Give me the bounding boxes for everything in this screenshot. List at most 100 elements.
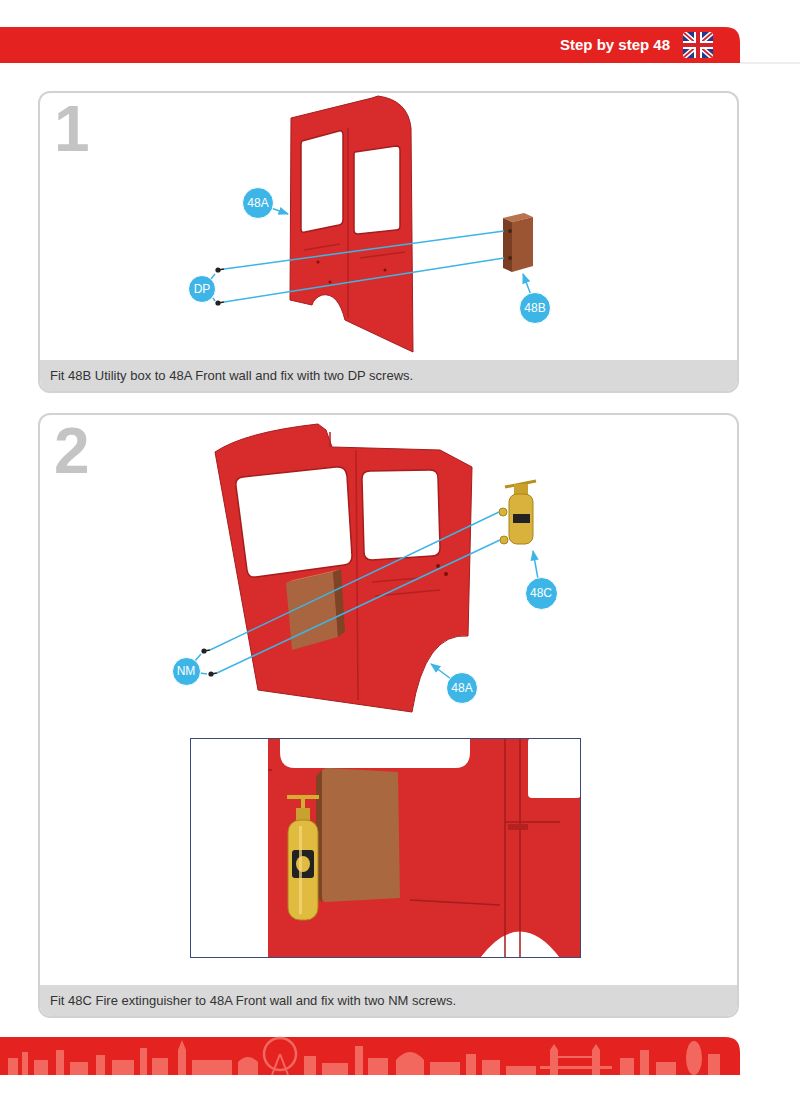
wheel-legs [272, 1054, 288, 1075]
fixing-line [210, 512, 499, 650]
caption-text: Fit 48C Fire extinguisher to 48A Front w… [40, 985, 456, 1016]
building [640, 1050, 649, 1075]
nm-screws [201, 648, 217, 676]
building [322, 1063, 348, 1075]
fire-extinguisher-step2 [499, 481, 536, 544]
leader-line [271, 208, 288, 214]
callout-circle: DP [188, 275, 216, 303]
bridge-towers [550, 1044, 600, 1075]
building [708, 1054, 720, 1075]
extinguisher-body [288, 820, 318, 920]
clock-tower [178, 1040, 186, 1075]
screw-shank [204, 650, 210, 651]
fixing-line [224, 231, 504, 269]
screw-hole [508, 229, 512, 233]
box-front [286, 572, 338, 650]
box-front [512, 217, 533, 272]
building [22, 1052, 28, 1075]
window-opening [301, 131, 343, 232]
wall-panel [268, 738, 581, 958]
callout-circle: 48C [525, 577, 558, 610]
inset-ground [190, 738, 581, 958]
callout-circle: NM [172, 657, 201, 686]
hole [329, 281, 332, 284]
building [430, 1062, 460, 1075]
hole [436, 564, 440, 568]
hole [444, 572, 448, 576]
step-panel: 1 48A DP 48B Fit 48B Utility box to 48A Fron… [38, 91, 739, 393]
hole [384, 269, 387, 272]
mount-lug [500, 536, 508, 544]
building [304, 1056, 316, 1075]
extinguisher-emblem [296, 856, 310, 872]
screw-shank [218, 269, 224, 270]
building [368, 1058, 388, 1075]
window-opening [236, 467, 352, 577]
wall-panel [290, 96, 413, 352]
fixing-line [224, 258, 504, 302]
building [506, 1066, 536, 1075]
extinguisher-highlight [299, 826, 302, 914]
building [56, 1050, 64, 1075]
fixing-line [217, 540, 500, 673]
callout-label: 48C [530, 587, 552, 599]
wall-detail [508, 824, 528, 830]
step-number: 2 [54, 419, 90, 483]
caption-text: Fit 48B Utility box to 48A Front wall an… [40, 360, 413, 391]
uk-flag [683, 32, 713, 58]
building [8, 1058, 18, 1075]
extinguisher-band [513, 514, 530, 523]
callout-circle: 48A [446, 672, 478, 704]
skyline [8, 1038, 720, 1075]
flag-cross-red [683, 32, 713, 58]
header-rule [740, 62, 800, 64]
dome [238, 1057, 258, 1075]
box-side [503, 218, 512, 272]
box-side [333, 569, 345, 637]
building [620, 1058, 634, 1075]
window-opening [528, 738, 581, 798]
extinguisher-label [292, 850, 314, 878]
header-bar [0, 27, 740, 63]
callout-circle: 48B [519, 292, 551, 324]
window-opening [354, 146, 400, 234]
utility-box-step1 [503, 213, 533, 272]
callout-label: 48A [247, 197, 268, 209]
building [112, 1060, 134, 1075]
callout-circle: 48A [242, 187, 274, 219]
caption-band: Fit 48C Fire extinguisher to 48A Front w… [40, 985, 737, 1016]
callout-label: DP [194, 283, 211, 295]
building [466, 1054, 476, 1075]
tower-gherkin [686, 1041, 702, 1075]
callout-label: 48B [524, 302, 545, 314]
building [192, 1060, 232, 1075]
flag-field [683, 32, 713, 58]
building [96, 1055, 105, 1075]
building [482, 1060, 500, 1075]
wall-detail [268, 738, 560, 958]
extinguisher-cap [514, 484, 528, 495]
flag-saltire [683, 32, 713, 58]
flag-cross [683, 32, 713, 58]
wall-panel [215, 424, 472, 712]
building [140, 1048, 147, 1075]
front-wall-step2 [215, 424, 472, 712]
wall-detail [304, 128, 405, 318]
building [656, 1062, 676, 1075]
screw-shank [218, 302, 224, 303]
screw-shank [211, 673, 217, 674]
leader-lines-step1 [211, 208, 531, 302]
extinguisher-body [509, 494, 533, 544]
front-wall-step1 [290, 96, 413, 352]
window-opening [280, 738, 470, 768]
dome [396, 1052, 424, 1075]
step-number: 1 [54, 97, 90, 161]
leader-lines-step2 [195, 512, 538, 679]
hole [317, 261, 320, 264]
leader-line [200, 673, 207, 674]
bridge-deck [540, 1056, 612, 1069]
building [70, 1062, 88, 1075]
